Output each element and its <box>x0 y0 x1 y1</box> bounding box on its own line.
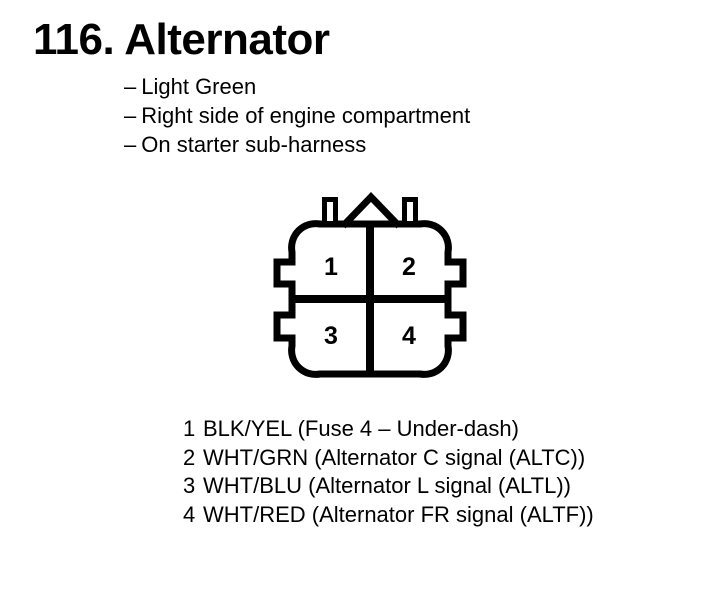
pin-description: WHT/RED (Alternator FR signal (ALTF)) <box>203 501 594 527</box>
pin-row: 1 BLK/YEL (Fuse 4 – Under-dash) <box>183 415 594 444</box>
dash-bullet: – <box>124 103 137 128</box>
connector-diagram: 1 2 3 4 <box>273 191 467 378</box>
section-number: 116. <box>33 15 115 64</box>
dash-bullet: – <box>124 74 137 99</box>
pin-description: BLK/YEL (Fuse 4 – Under-dash) <box>203 416 519 441</box>
note-item: –Light Green <box>124 72 470 101</box>
note-label: Light Green <box>141 74 257 99</box>
pin-description: WHT/GRN (Alternator C signal (ALTC)) <box>203 444 586 470</box>
pin-row: 4 WHT/RED (Alternator FR signal (ALTF)) <box>183 501 594 530</box>
cavity-number-3: 3 <box>324 322 338 350</box>
pin-number: 3 <box>183 473 196 498</box>
connector-tab-right <box>402 197 418 226</box>
note-label: On starter sub-harness <box>141 132 367 157</box>
connector-lock-triangle <box>340 191 402 229</box>
connector-notes: –Light Green –Right side of engine compa… <box>124 72 470 159</box>
connector-tab-left <box>322 197 338 226</box>
page-title: 116.Alternator <box>33 15 330 64</box>
pin-row: 2 WHT/GRN (Alternator C signal (ALTC)) <box>183 444 594 473</box>
pin-number: 1 <box>183 416 196 441</box>
note-item: –Right side of engine compartment <box>124 101 470 130</box>
section-title: Alternator <box>124 15 330 64</box>
pin-legend: 1 BLK/YEL (Fuse 4 – Under-dash) 2 WHT/GRN … <box>183 415 594 529</box>
pin-number: 2 <box>183 444 196 470</box>
cavity-number-1: 1 <box>324 253 338 281</box>
note-label: Right side of engine compartment <box>141 103 471 128</box>
dash-bullet: – <box>124 132 137 157</box>
cavity-number-4: 4 <box>402 322 416 350</box>
note-item: –On starter sub-harness <box>124 130 470 159</box>
pin-number: 4 <box>183 501 196 527</box>
cavity-number-2: 2 <box>402 253 416 281</box>
pin-row: 3 WHT/BLU (Alternator L signal (ALTL)) <box>183 472 594 501</box>
pin-description: WHT/BLU (Alternator L signal (ALTL)) <box>203 473 571 498</box>
